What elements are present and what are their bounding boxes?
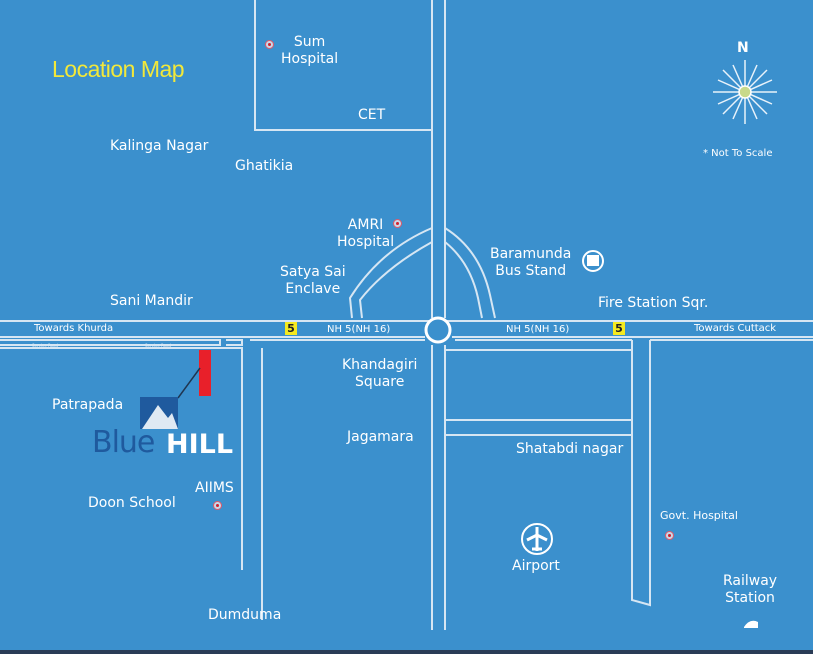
road-branch-left	[348, 227, 433, 319]
place-baramunda-bus-stand: Baramunda Bus Stand	[490, 246, 572, 279]
road-left-vertical-1	[0, 347, 243, 570]
place-sani-mandir: Sani Mandir	[110, 293, 193, 309]
logo-hill: HILL	[166, 429, 234, 460]
label-towards-khurda: Towards Khurda	[34, 323, 114, 334]
place-patrapada: Patrapada	[52, 397, 124, 413]
place-kalinga-nagar: Kalinga Nagar	[110, 138, 209, 154]
hospital-marker-icon	[213, 501, 222, 510]
hospital-marker-icon	[665, 531, 674, 540]
roundabout	[424, 316, 452, 344]
place-airport: Airport	[512, 558, 560, 574]
road-top-box	[254, 0, 433, 131]
place-govt-hospital: Govt. Hospital	[660, 509, 738, 522]
compass-north-label: N	[737, 40, 749, 56]
bottom-border	[0, 650, 813, 654]
train-icon	[744, 620, 758, 628]
logo-blue: Blue	[92, 425, 155, 460]
place-amri-hospital: AMRI Hospital	[337, 217, 395, 250]
road-right-vertical	[631, 340, 651, 607]
place-aiims: AIIMS	[195, 480, 234, 496]
place-doon-school: Doon School	[88, 495, 176, 511]
label-nh-left: NH 5(NH 16)	[327, 324, 391, 335]
place-fire-station-sqr: Fire Station Sqr.	[598, 295, 709, 311]
label-service-road-2: Service Road	[145, 343, 172, 348]
label-nh-right: NH 5(NH 16)	[506, 324, 570, 335]
highway-shield-left: 5	[285, 322, 297, 335]
label-towards-cuttack: Towards Cuttack	[694, 323, 777, 334]
hospital-marker-icon	[393, 219, 402, 228]
place-shatabdi-nagar: Shatabdi nagar	[516, 441, 624, 457]
blue-hill-logo-icon	[140, 397, 178, 429]
label-service-road-1: Service Road	[32, 343, 59, 348]
place-jagamara: Jagamara	[347, 429, 414, 445]
not-to-scale-note: * Not To Scale	[703, 148, 773, 159]
map-title: Location Map	[52, 56, 185, 82]
road-service-left	[0, 339, 813, 346]
place-khandagiri-square: Khandagiri Square	[342, 357, 418, 390]
place-ghatikia: Ghatikia	[235, 158, 294, 174]
highway-shield-right: 5	[613, 322, 625, 335]
place-dumduma: Dumduma	[208, 607, 282, 623]
place-satya-sai-enclave: Satya Sai Enclave	[280, 264, 346, 297]
road-right-block	[445, 349, 633, 421]
project-marker	[199, 350, 211, 396]
marker-leader-line	[177, 367, 201, 399]
hospital-marker-icon	[265, 40, 274, 49]
place-sum-hospital: Sum Hospital	[281, 34, 339, 67]
place-railway-station: Railway Station	[723, 573, 778, 606]
airplane-icon	[521, 523, 553, 555]
bus-icon	[582, 250, 604, 272]
compass-rose-icon	[713, 60, 777, 124]
road-branch-right	[444, 227, 496, 319]
place-cet: CET	[358, 107, 386, 123]
